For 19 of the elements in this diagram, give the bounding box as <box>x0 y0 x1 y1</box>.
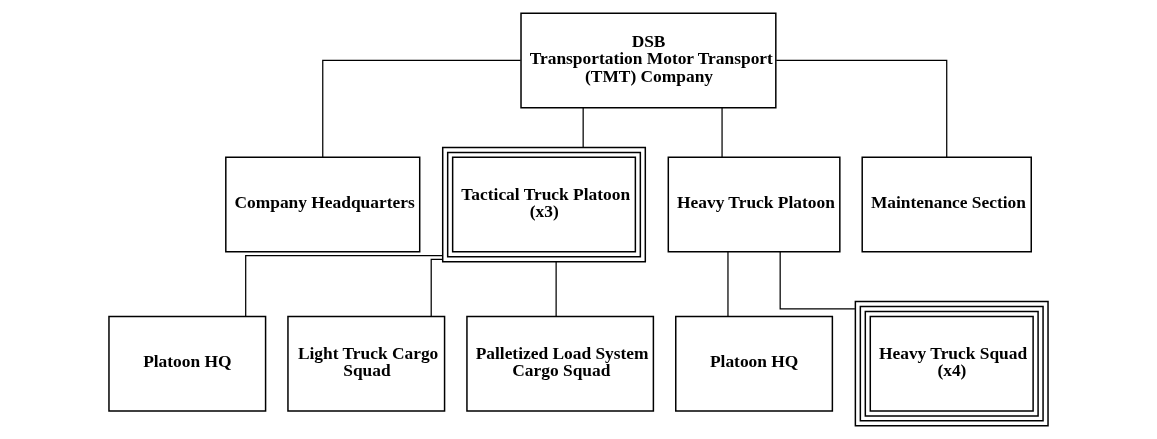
connector <box>775 59 948 158</box>
node-box: Palletized Load System Cargo Squad <box>466 315 655 412</box>
connector <box>430 258 444 317</box>
connector <box>245 254 444 317</box>
connector <box>322 59 522 158</box>
node-box: Heavy Truck Squad (x4) <box>854 300 1049 427</box>
connector <box>779 251 856 310</box>
node-box: Platoon HQ <box>675 315 834 412</box>
connector <box>721 107 723 158</box>
node-box: Maintenance Section <box>861 156 1032 253</box>
node-box: Light Truck Cargo Squad <box>287 315 446 412</box>
node-box: DSB Transportation Motor Transport (TMT) Company <box>520 12 777 109</box>
connector <box>727 251 729 317</box>
node-box: Company Headquarters <box>225 156 421 253</box>
node-box: Tactical Truck Platoon (x3) <box>441 146 647 263</box>
node-box: Platoon HQ <box>108 315 267 412</box>
connector <box>555 261 557 317</box>
node-box: Heavy Truck Platoon <box>667 156 841 253</box>
connector <box>582 107 584 148</box>
